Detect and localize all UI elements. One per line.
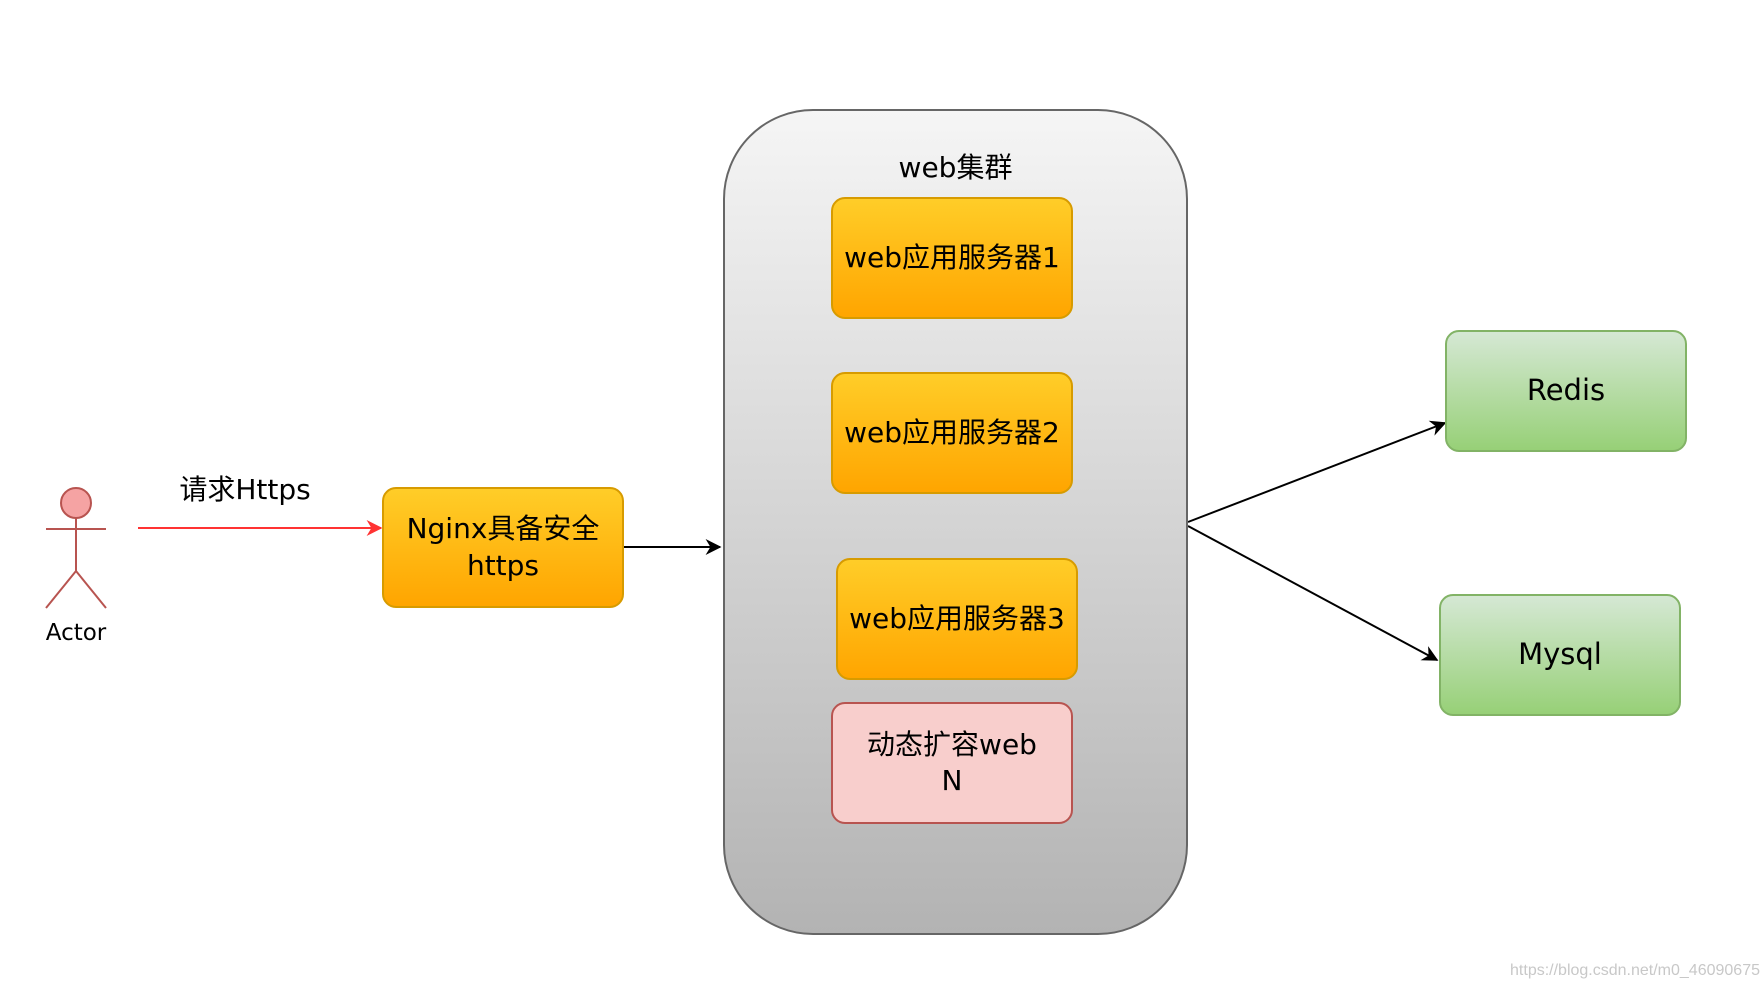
actor-figure[interactable]: [45, 487, 107, 609]
actor-label: Actor: [45, 620, 107, 647]
nginx-label-line2: https: [466, 548, 540, 582]
dynamic-scale-line1: 动态扩容web: [867, 727, 1037, 761]
nginx-node[interactable]: Nginx具备安全 https: [382, 487, 624, 608]
watermark-text: https://blog.csdn.net/m0_46090675: [1510, 961, 1760, 979]
nginx-label: Nginx具备安全 https: [407, 511, 600, 584]
actor-left-leg: [45, 570, 77, 609]
web-server-3[interactable]: web应用服务器3: [836, 558, 1078, 680]
dynamic-scale-line2: N: [941, 764, 963, 797]
web-server-1[interactable]: web应用服务器1: [831, 197, 1073, 319]
actor-right-leg: [75, 570, 107, 609]
dynamic-scale-label: 动态扩容web N: [867, 727, 1037, 800]
request-label: 请求Https: [179, 472, 311, 506]
web-server-2-label: web应用服务器2: [844, 415, 1060, 449]
cluster-to-mysql-arrow: [1187, 525, 1439, 661]
actor-head: [60, 487, 92, 519]
web-server-3-label: web应用服务器3: [849, 601, 1065, 635]
redis-node[interactable]: Redis: [1445, 330, 1687, 452]
dynamic-scale-node[interactable]: 动态扩容web N: [831, 702, 1073, 824]
web-server-2[interactable]: web应用服务器2: [831, 372, 1073, 494]
cluster-to-redis-arrow: [1187, 420, 1447, 523]
mysql-label: Mysql: [1518, 637, 1602, 672]
mysql-node[interactable]: Mysql: [1439, 594, 1681, 716]
web-cluster-label: web集群: [898, 150, 1013, 184]
nginx-label-line1: Nginx具备安全: [406, 512, 600, 546]
web-server-1-label: web应用服务器1: [844, 240, 1060, 274]
redis-label: Redis: [1526, 373, 1606, 408]
